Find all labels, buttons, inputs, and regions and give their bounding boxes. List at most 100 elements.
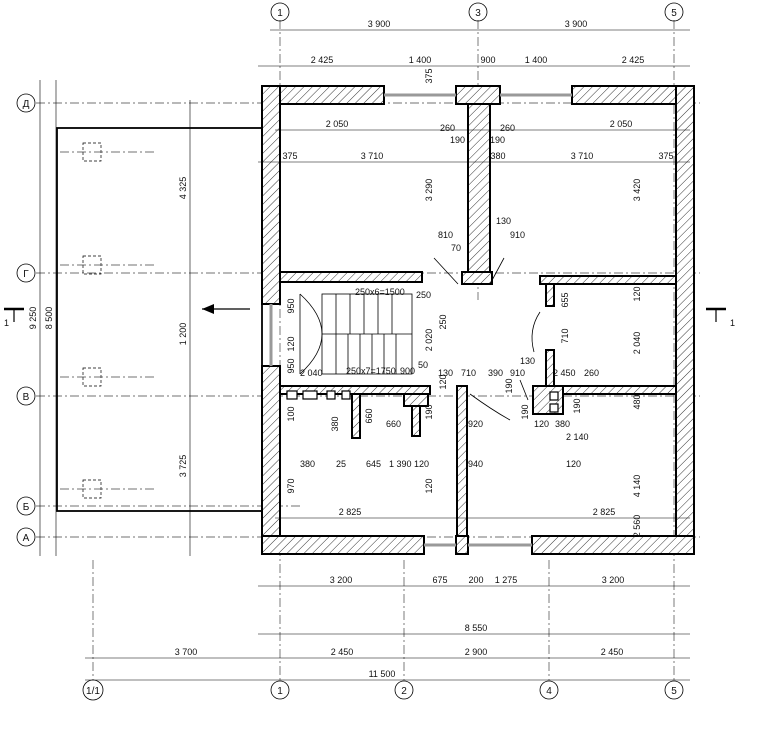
dim-text: 655 [560,292,570,307]
dim-text: 920 [468,419,483,429]
dim-text: 120 [566,459,581,469]
dim-text: 380 [300,459,315,469]
dim-text: 250x7=1750 [346,366,396,376]
dim-text: 250 [416,290,431,300]
axis-bottom-4: 4 [546,686,552,697]
axis-bottom-1-1: 1/1 [86,686,100,697]
dim-text: 3 900 [565,19,588,29]
dim-text: 8 550 [465,623,488,633]
dim-text: 2 140 [566,432,589,442]
dim-text: 2 825 [593,507,616,517]
axis-bottom-2: 2 [401,686,407,697]
dim-text: 1 400 [409,55,432,65]
dim-text: 4 140 [632,475,642,498]
dim-text: 130 [438,368,453,378]
section-mark-right: 1 [730,318,735,328]
dim-text: 710 [461,368,476,378]
dim-text: 2 825 [339,507,362,517]
interior-walls [279,103,677,537]
dimension-texts-vertical: 9 250 8 500 4 325 1 200 3 725 375 3 290 … [28,68,642,537]
exterior-walls [261,85,695,555]
axis-left-v: В [23,392,30,403]
dim-text: 380 [490,151,505,161]
dim-text: 50 [418,360,428,370]
dim-text: 900 [480,55,495,65]
dim-text: 3 710 [361,151,384,161]
dim-text: 3 725 [178,455,188,478]
axis-bottom-5: 5 [671,686,677,697]
dim-text: 9 250 [28,307,38,330]
axis-left-d: Д [23,99,30,110]
dim-text: 2 900 [465,647,488,657]
dim-text: 260 [500,123,515,133]
dim-text: 910 [510,368,525,378]
dim-text: 970 [286,478,296,493]
axis-markers-left: Д Г В Б А [16,93,36,547]
dim-text: 2 040 [300,368,323,378]
dim-text: 130 [520,356,535,366]
dim-text: 660 [364,408,374,423]
dim-text: 1 400 [525,55,548,65]
dim-text: 3 200 [330,575,353,585]
dim-text: 900 [400,366,415,376]
dim-text: 120 [286,336,296,351]
axis-markers-bottom: 1/1 1 2 4 5 [82,679,684,701]
dim-text: 190 [504,378,514,393]
dim-text: 250 [438,314,448,329]
dim-text: 190 [572,398,582,413]
dim-text: 25 [336,459,346,469]
axis-left-b: Б [23,502,30,513]
section-mark-left: 1 [4,318,9,328]
terrace-outline [56,127,263,512]
dim-text: 120 [424,478,434,493]
dim-text: 940 [468,459,483,469]
dim-text: 260 [440,123,455,133]
dim-text: 120 [414,459,429,469]
dim-text: 260 [584,368,599,378]
dim-text: 70 [451,243,461,253]
dim-text: 190 [520,404,530,419]
dim-text: 950 [286,298,296,313]
dim-text: 120 [632,286,642,301]
dimension-lines [39,29,690,681]
dim-text: 130 [496,216,511,226]
axis-grid [36,20,700,680]
dim-text: 200 [468,575,483,585]
axis-left-a: А [23,533,30,544]
dim-text: 950 [286,358,296,373]
dim-text: 100 [286,406,296,421]
staircase [299,293,413,375]
dim-text: 120 [438,374,448,389]
dim-text: 2 450 [331,647,354,657]
dim-text: 2 050 [610,119,633,129]
dim-text: 250x6=1500 [355,287,405,297]
dim-text: 3 200 [602,575,625,585]
dim-text: 190 [490,135,505,145]
dim-text: 710 [560,328,570,343]
dim-text: 2 450 [553,368,576,378]
section-marks: 1 1 [4,307,735,328]
dim-text: 3 710 [571,151,594,161]
dim-text: 2 050 [326,119,349,129]
dim-text: 1 200 [178,323,188,346]
dim-text: 4 325 [178,177,188,200]
dim-text: 910 [510,230,525,240]
dim-text: 390 [488,368,503,378]
dim-text: 3 290 [424,179,434,202]
dim-text: 2 560 [632,515,642,538]
dim-text: 3 420 [632,179,642,202]
dim-text: 120 [534,419,549,429]
dim-text: 810 [438,230,453,240]
door-swings [433,257,541,421]
dim-text: 3 700 [175,647,198,657]
dim-text: 380 [330,416,340,431]
dim-text: 375 [658,151,673,161]
axis-top-5: 5 [671,8,677,19]
dim-text: 660 [386,419,401,429]
dim-text: 1 390 [389,459,412,469]
axis-top-3: 3 [475,8,481,19]
axis-top-1: 1 [277,8,283,19]
dim-text: 8 500 [44,307,54,330]
dim-text: 3 900 [368,19,391,29]
dim-text: 2 450 [601,647,624,657]
